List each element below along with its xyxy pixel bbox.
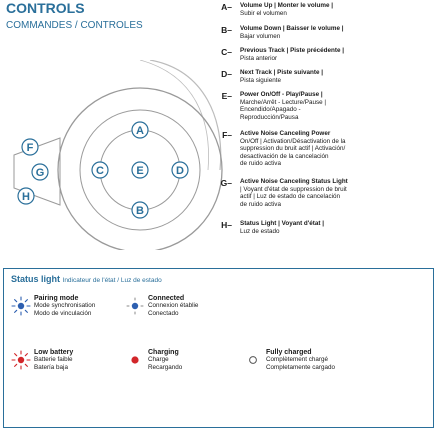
label-b: B <box>131 201 149 219</box>
side-panel <box>13 137 61 206</box>
legend-text-line: suppression du bruit actif | Activación/ <box>240 145 346 153</box>
legend-text-line: | Voyant d'état de suppression de bruit <box>240 185 347 193</box>
label-a: A <box>131 121 149 139</box>
legend-letter: B– <box>221 25 232 35</box>
label-b-text: B <box>136 205 144 217</box>
legend-text-line: de ruido activa <box>240 200 281 208</box>
status-line: Modo de vinculación <box>34 309 92 317</box>
red-solid-light-icon <box>131 356 139 364</box>
label-d: D <box>171 161 189 179</box>
headband-outline-inner <box>139 60 209 171</box>
label-h-text: H <box>22 191 30 203</box>
label-d-text: D <box>176 165 184 177</box>
label-a-text: A <box>136 125 144 137</box>
status-light-box: Status light Indicateur de l'état / Luz … <box>3 268 434 428</box>
legend-text-line: On/Off | Activation/Désactivation de la <box>240 137 346 145</box>
legend-text-line: Subir el volumen <box>240 9 287 17</box>
legend-text-line: Active Noise Canceling Power <box>240 130 331 137</box>
headphone-controls-diagram: A B C D E F G H <box>13 60 223 250</box>
legend-letter: D– <box>221 69 232 79</box>
blue-slow-blink-light-icon <box>126 297 144 315</box>
legend-text-line: Previous Track | Piste précédente | <box>240 47 344 54</box>
label-e: E <box>131 161 149 179</box>
status-name: Charging <box>148 349 179 356</box>
legend-text-line: Luz de estado <box>240 227 280 235</box>
label-f-text: F <box>27 142 34 154</box>
legend-text-line: Pista siguiente <box>240 76 281 84</box>
earcup-outer <box>57 87 223 250</box>
legend-text-line: Active Noise Canceling Status Light <box>240 178 348 185</box>
legend-letter: F– <box>222 130 232 140</box>
status-light-title: Status light <box>11 274 60 284</box>
legend-text-line: Reproducción/Pausa <box>240 113 299 121</box>
legend-text-line: Power On/Off - Play/Pause | <box>240 91 323 98</box>
label-f: F <box>21 138 39 156</box>
legend-text-line: Volume Up | Monter le volume | <box>240 2 333 9</box>
status-line: Charge <box>148 356 169 364</box>
status-line: Completamente cargado <box>266 363 335 371</box>
status-line: Recargando <box>148 363 183 371</box>
headband-outline <box>149 60 222 171</box>
page-title: CONTROLS <box>6 0 85 16</box>
red-blinking-light-icon <box>11 350 31 370</box>
status-line: Connexion établie <box>148 302 199 310</box>
status-name: Fully charged <box>266 349 312 356</box>
blue-blinking-light-icon <box>11 296 31 316</box>
status-line: Batería baja <box>34 363 68 371</box>
legend-letter: H– <box>221 220 232 230</box>
legend-text-line: Bajar volumen <box>240 32 281 40</box>
label-e-text: E <box>136 165 143 177</box>
status-light-heading: Status light Indicateur de l'état / Luz … <box>11 274 162 284</box>
status-light-subtitle: Indicateur de l'état / Luz de estado <box>62 277 162 284</box>
legend-text-line: Encendido/Apagado - <box>240 106 301 114</box>
legend-text-line: desactivación de la cancelación <box>240 152 329 160</box>
legend-letter: G– <box>220 178 232 188</box>
legend-text-line: Status Light | Voyant d'état | <box>240 220 324 227</box>
legend-text-line: de ruido activa <box>240 160 281 168</box>
legend-text-line: Volume Down | Baisser le volume | <box>240 25 344 32</box>
legend-letter: E– <box>221 91 232 101</box>
status-line: Conectado <box>148 309 179 317</box>
legend-text-line: actif | Luz de estado de cancelación <box>240 193 341 201</box>
legend-text-line: Marche/Arrêt - Lecture/Pause | <box>240 98 326 106</box>
label-g: G <box>31 163 49 181</box>
status-name: Low battery <box>34 349 74 356</box>
status-name: Connected <box>148 295 185 302</box>
legend-text-line: Next Track | Piste suivante | <box>240 69 323 76</box>
label-c: C <box>91 161 109 179</box>
page-subtitle: COMMANDES / CONTROLES <box>6 20 143 31</box>
label-g-text: G <box>36 167 45 179</box>
legend-letter: C– <box>221 47 232 57</box>
off-light-icon <box>249 356 257 364</box>
label-c-text: C <box>96 165 104 177</box>
earcup-inner <box>79 109 201 231</box>
status-line: Mode synchronisation <box>34 302 96 310</box>
legend-letter: A– <box>221 2 232 12</box>
status-name: Pairing mode <box>34 295 79 302</box>
status-line: Complètement chargé <box>266 356 328 364</box>
label-h: H <box>17 187 35 205</box>
status-line: Batterie faible <box>34 356 73 364</box>
legend-text-line: Pista anterior <box>240 54 278 62</box>
